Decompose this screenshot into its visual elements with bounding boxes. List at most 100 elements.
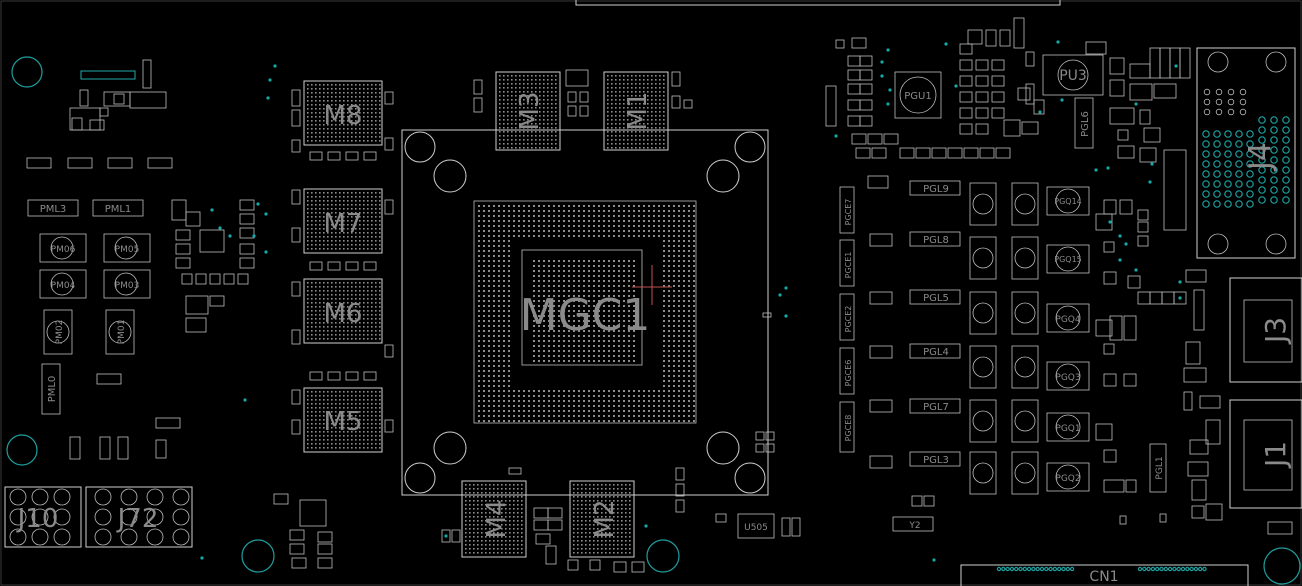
gpu-mgc1[interactable]: MGC1 (401, 129, 772, 496)
memory-m2[interactable]: M2 (569, 480, 635, 558)
pgq4-label: PGQ4 (1055, 315, 1080, 325)
pgl5[interactable]: PGL5 (909, 289, 961, 305)
j10-label: J10 (16, 504, 59, 534)
pgce8-label: PGCE8 (844, 415, 853, 442)
j72-label: J72 (116, 504, 159, 534)
pgl9-label: PGL9 (923, 184, 949, 195)
pgl7-label: PGL7 (923, 402, 949, 413)
connector-j1[interactable]: J1 (1229, 399, 1302, 509)
pgl6[interactable]: PGL6 (1074, 97, 1094, 149)
pgu1[interactable]: PGU1 (894, 71, 942, 119)
m1-label: M1 (623, 92, 653, 131)
pml1-label: PML1 (105, 204, 132, 215)
crystal-y2[interactable]: Y2 (892, 516, 934, 532)
connector-j10[interactable]: J10 (4, 486, 82, 548)
pgl5-label: PGL5 (923, 293, 949, 304)
pgl8[interactable]: PGL8 (909, 231, 961, 247)
pm03-label: PM03 (115, 281, 140, 291)
u505-label: U505 (744, 523, 768, 533)
mgc1-label: MGC1 (520, 290, 651, 341)
pm03[interactable]: PM03 (103, 269, 151, 299)
pgl6-label: PGL6 (1080, 111, 1091, 137)
memory-m8[interactable]: M8 (303, 80, 383, 146)
left-power-area: PML3 PML1 PM06 PM05 PM04 PM03 (6, 56, 275, 573)
m7-label: M7 (324, 209, 363, 239)
pgu1-label: PGU1 (904, 91, 931, 102)
pgce-caps: PGCE7 PGCE1 PGCE2 PGCE6 PGCE8 (839, 186, 855, 453)
pgl4-label: PGL4 (923, 347, 949, 358)
memory-m1[interactable]: M1 (603, 71, 669, 151)
pgq1[interactable]: PGQ1 (1046, 412, 1090, 442)
memory-m3[interactable]: M3 (495, 71, 561, 151)
pgce8[interactable]: PGCE8 (839, 401, 855, 453)
pgce2[interactable]: PGCE2 (839, 293, 855, 341)
y2-label: Y2 (908, 521, 920, 531)
memory-m4[interactable]: M4 (461, 480, 527, 558)
pu3-label: PU3 (1059, 68, 1087, 84)
pgq1-label: PGQ1 (1055, 424, 1080, 434)
pm02-label: PM02 (55, 320, 65, 345)
pml3-label: PML3 (40, 204, 67, 215)
m4-label: M4 (482, 500, 512, 539)
pgq15[interactable]: PGQ15 (1046, 244, 1090, 274)
pgq15-label: PGQ15 (1054, 255, 1082, 264)
pgl3-label: PGL3 (923, 455, 949, 466)
j1-label: J1 (1259, 441, 1292, 469)
mount-hole-bottom-right (1263, 547, 1301, 585)
pgl7[interactable]: PGL7 (909, 398, 961, 414)
pm01[interactable]: PM01 (105, 309, 135, 355)
connector-j3[interactable]: J3 (1229, 277, 1302, 383)
connector-cn1[interactable]: CN1 (960, 564, 1249, 586)
pgq2[interactable]: PGQ2 (1046, 462, 1090, 492)
pm05-label: PM05 (115, 245, 140, 255)
pgq-mosfet-grid (969, 182, 1039, 495)
pu3[interactable]: PU3 (1042, 54, 1104, 96)
pgl1[interactable]: PGL1 (1149, 443, 1167, 493)
pm06[interactable]: PM06 (39, 233, 87, 263)
pgq4[interactable]: PGQ4 (1046, 303, 1090, 333)
pgce2-label: PGCE2 (844, 306, 853, 333)
j3-label: J3 (1259, 317, 1292, 345)
pgq-labeled: PGQ14 PGQ15 PGQ4 PGQ3 PGQ1 PGQ2 (1046, 186, 1090, 492)
pm02[interactable]: PM02 (43, 309, 73, 355)
pm06-label: PM06 (51, 245, 76, 255)
m6-label: M6 (324, 299, 363, 329)
pgq2-label: PGQ2 (1055, 474, 1080, 484)
pgce6[interactable]: PGCE6 (839, 347, 855, 395)
u505[interactable]: U505 (737, 513, 775, 539)
pgce7[interactable]: PGCE7 (839, 186, 855, 234)
m3-label: M3 (515, 92, 545, 131)
pm01-label: PM01 (117, 320, 127, 345)
pgq3[interactable]: PGQ3 (1046, 361, 1090, 391)
cn1-label: CN1 (1089, 569, 1118, 585)
pgl9[interactable]: PGL9 (909, 180, 961, 196)
pm04-label: PM04 (51, 281, 76, 291)
pm05[interactable]: PM05 (103, 233, 151, 263)
memory-m6[interactable]: M6 (303, 278, 383, 344)
connector-j72[interactable]: J72 (85, 486, 193, 548)
top-connector-outline (575, 0, 1061, 6)
pgq14[interactable]: PGQ14 (1046, 186, 1090, 216)
memory-m5[interactable]: M5 (303, 387, 383, 453)
pgl3[interactable]: PGL3 (909, 451, 961, 467)
pgce1[interactable]: PGCE1 (839, 239, 855, 287)
pgce6-label: PGCE6 (844, 360, 853, 387)
m5-label: M5 (324, 407, 363, 437)
pm04[interactable]: PM04 (39, 269, 87, 299)
pgq3-label: PGQ3 (1055, 373, 1080, 383)
pgl8-label: PGL8 (923, 235, 949, 246)
j4-label: J4 (1243, 142, 1278, 172)
connector-j4[interactable]: J4 (1196, 47, 1296, 259)
m2-label: M2 (590, 500, 620, 539)
pml3[interactable]: PML3 (27, 199, 79, 217)
pgl1-label: PGL1 (1155, 456, 1165, 479)
pgce1-label: PGCE1 (844, 252, 853, 279)
pgl4[interactable]: PGL4 (909, 343, 961, 359)
pml0[interactable]: PML0 (41, 363, 61, 415)
pgq14-label: PGQ14 (1054, 197, 1082, 206)
memory-m7[interactable]: M7 (303, 188, 383, 254)
pgce7-label: PGCE7 (844, 199, 853, 226)
pml1[interactable]: PML1 (92, 199, 144, 217)
